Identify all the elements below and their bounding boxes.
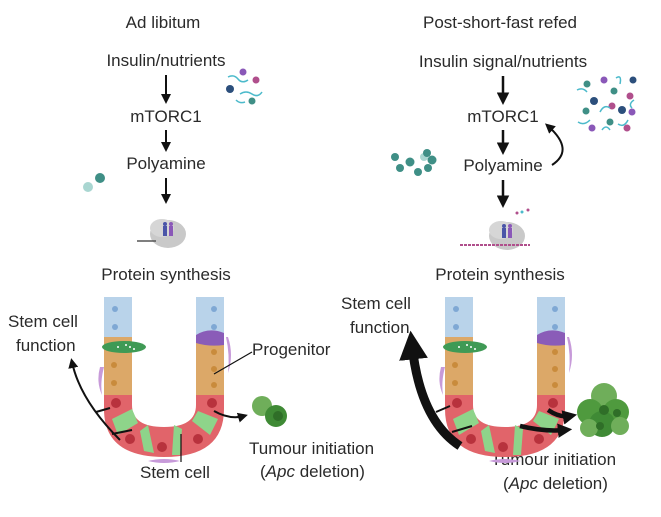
progenitor-pointer-line [213,351,253,375]
right-arrow-tumour-2 [519,423,573,438]
right-feedback-arrow [545,123,564,166]
right-arrow-tumour-1 [546,408,578,425]
left-tumour-initiation-label: Tumour initiation [249,439,375,458]
left-arrow-tumour [213,410,248,423]
right-mtorc1-label: mTORC1 [467,107,539,126]
left-apc-deletion-label: (Apc deletion) [260,462,365,481]
right-stem-cell-function-line1: Stem cell [341,294,411,313]
right-nutrients-icon [576,76,637,132]
left-insulin-label: Insulin/nutrients [106,51,226,70]
right-polyamine-icon [391,149,437,176]
left-arrow-stem-cell-function [68,358,121,441]
left-stem-cell-function-line1: Stem cell [8,312,78,331]
left-polyamine-icon [83,173,105,192]
right-arrow-stem-cell-function [399,330,463,450]
right-polyamine-label: Polyamine [463,156,543,175]
left-stem-cell-function-line2: function [16,336,76,355]
right-crypt-illustration [439,297,572,463]
left-protein-synthesis-label: Protein synthesis [101,265,231,284]
right-stem-cell-function-line2: function [350,318,410,337]
left-title: Ad libitum [125,13,201,32]
stem-cell-label: Stem cell [140,463,210,482]
right-protein-synthesis-label: Protein synthesis [435,265,565,284]
left-inhibition-bar-1 [95,407,111,413]
right-apc-deletion-label: (Apc deletion) [503,474,608,493]
right-inhibition-bar-2 [451,425,473,433]
left-ribosome-icon [150,219,186,248]
left-tumour-icon [252,396,287,427]
right-title: Post-short-fast refed [422,13,578,32]
right-inhibition-bar-1 [435,405,451,413]
left-nutrients-icon [226,68,263,105]
right-insulin-label: Insulin signal/nutrients [418,52,588,71]
left-inhibition-bar-2 [111,429,133,435]
right-tumour-icon [577,383,629,437]
progenitor-label: Progenitor [252,340,331,359]
left-polyamine-label: Polyamine [126,154,206,173]
left-mtorc1-label: mTORC1 [130,107,202,126]
